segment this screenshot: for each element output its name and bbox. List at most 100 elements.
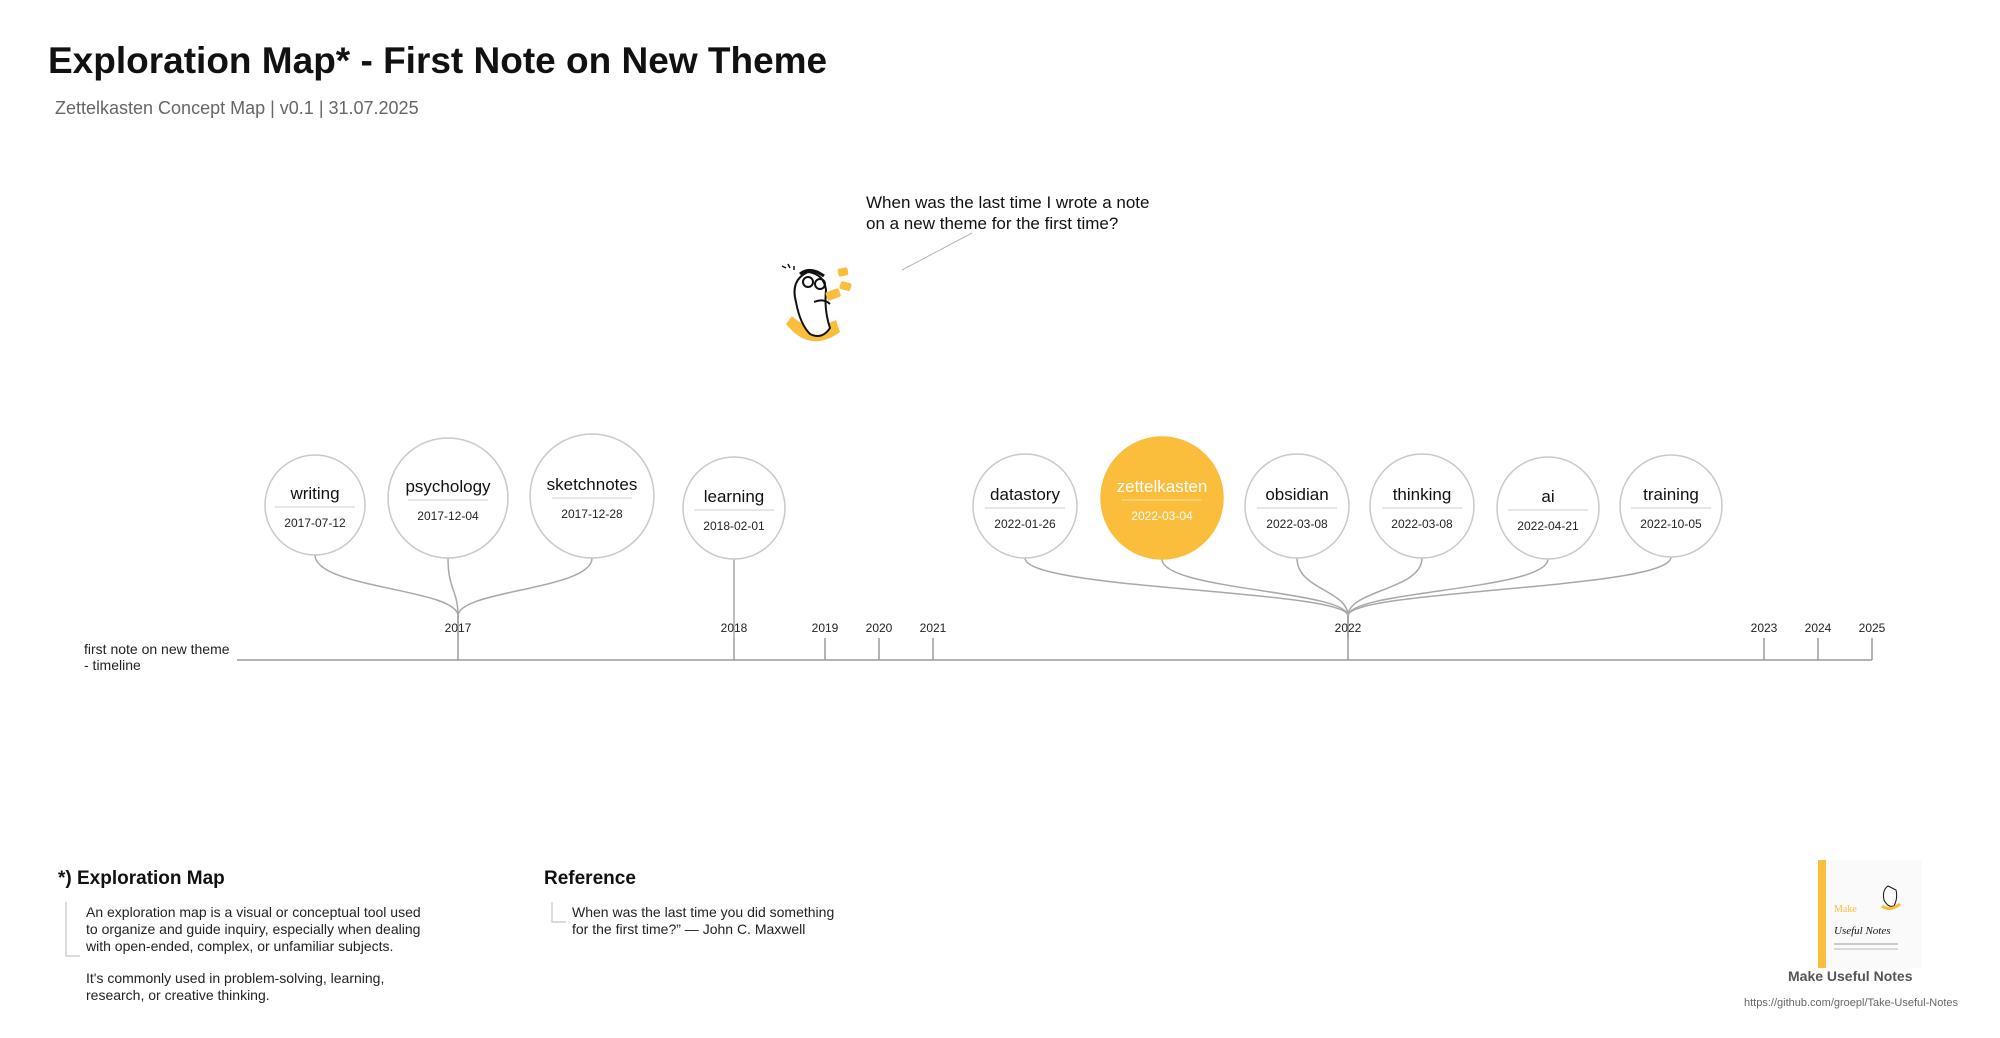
node-connectors: [314, 554, 1672, 638]
page-title: Exploration Map* - First Note on New The…: [48, 40, 828, 81]
node-date: 2022-01-26: [994, 517, 1056, 531]
cover-spine: [1818, 860, 1826, 968]
node-date: 2018-02-01: [703, 519, 765, 533]
cover-title-make: Make: [1834, 904, 1857, 915]
node-date: 2022-04-21: [1517, 519, 1579, 533]
node-circle: [529, 433, 655, 559]
node-date: 2022-03-08: [1391, 517, 1453, 531]
connector-writing: [314, 554, 459, 638]
node-obsidian[interactable]: obsidian 2022-03-08: [1244, 453, 1350, 559]
year-label-2017: 2017: [445, 621, 472, 635]
exploration-line: An exploration map is a visual or concep…: [86, 904, 421, 920]
year-label-2025: 2025: [1859, 621, 1886, 635]
connector-datastory: [1024, 557, 1349, 638]
node-label: obsidian: [1265, 485, 1328, 504]
node-date: 2017-12-28: [561, 507, 623, 521]
node-label: training: [1643, 485, 1699, 504]
mascot-hair: [799, 269, 825, 278]
connector-training: [1347, 556, 1672, 638]
brand-url-link[interactable]: https://github.com/groepl/Take-Useful-No…: [1744, 997, 1958, 1009]
mascot-note-2: [839, 281, 852, 291]
node-label: zettelkasten: [1117, 477, 1208, 496]
timeline-label: first note on new theme - timeline: [84, 641, 230, 673]
node-label: learning: [704, 487, 765, 506]
node-circle: [1369, 453, 1475, 559]
mascot-arm: [813, 299, 831, 305]
connector-ai: [1347, 558, 1549, 638]
node-thinking[interactable]: thinking 2022-03-08: [1369, 453, 1475, 559]
exploration-map-paragraph-2: It's commonly used in problem-solving, l…: [86, 970, 466, 1004]
node-circle: [1496, 456, 1600, 560]
exploration-map-paragraph-1: An exploration map is a visual or concep…: [86, 904, 466, 955]
node-psychology[interactable]: psychology 2017-12-04: [387, 437, 509, 559]
connector-sketchnotes: [457, 557, 593, 638]
mascot-motion-marks: [781, 263, 795, 270]
year-label-2018: 2018: [721, 621, 748, 635]
reference-line: When was the last time you did something: [572, 904, 835, 920]
exploration-line: research, or creative thinking.: [86, 987, 270, 1003]
node-label: datastory: [990, 485, 1060, 504]
node-date: 2017-12-04: [417, 509, 479, 523]
node-date: 2022-03-08: [1266, 517, 1328, 531]
cover-mascot-wing: [1881, 902, 1901, 911]
speech-pointer: [901, 232, 973, 271]
cover-page: [1818, 860, 1922, 968]
node-circle: [1100, 436, 1224, 560]
node-circle: [972, 453, 1078, 559]
timeline-axis: 2017 2018 2019 2020 2021 2022 2023 2024 2025: [237, 621, 1886, 661]
reference-quote: When was the last time you did something…: [572, 904, 872, 938]
node-circle: [1619, 454, 1723, 558]
node-zettelkasten[interactable]: zettelkasten 2022-03-04: [1100, 436, 1224, 560]
connector-zettelkasten: [1161, 558, 1349, 638]
speech-line-2: on a new theme for the first time?: [866, 214, 1119, 233]
exploration-line: to organize and guide inquiry, especiall…: [86, 921, 421, 937]
brand-cover-image: Make Useful Notes: [1818, 860, 1922, 968]
node-sketchnotes[interactable]: sketchnotes 2017-12-28: [529, 433, 655, 559]
timeline-label-line-2: - timeline: [84, 657, 141, 673]
node-circle: [1244, 453, 1350, 559]
cover-mascot: [1883, 885, 1898, 907]
node-circle: [387, 437, 509, 559]
mascot-note-3: [837, 267, 849, 277]
reference-line: for the first time?” — John C. Maxwell: [572, 921, 806, 937]
node-circle: [682, 456, 786, 560]
node-label: writing: [289, 484, 339, 503]
node-date: 2022-10-05: [1640, 517, 1702, 531]
brand-name: Make Useful Notes: [1788, 968, 1913, 984]
cover-title-notes: Useful Notes: [1834, 925, 1891, 937]
node-label: psychology: [405, 477, 491, 496]
node-label: sketchnotes: [547, 475, 638, 494]
exploration-line: It's commonly used in problem-solving, l…: [86, 970, 385, 986]
node-ai[interactable]: ai 2022-04-21: [1496, 456, 1600, 560]
mascot-glasses-left: [802, 276, 814, 288]
year-label-2020: 2020: [866, 621, 893, 635]
year-label-2021: 2021: [920, 621, 947, 635]
node-label: thinking: [1393, 485, 1452, 504]
exploration-map-heading: *) Exploration Map: [58, 868, 225, 889]
mascot-glasses-right: [814, 278, 826, 290]
topic-nodes: writing 2017-07-12 psychology 2017-12-04 ske…: [264, 433, 1723, 560]
node-circle: [264, 454, 366, 556]
node-date: 2017-07-12: [284, 516, 346, 530]
year-label-2022: 2022: [1335, 621, 1362, 635]
year-label-2024: 2024: [1805, 621, 1832, 635]
mascot-note-1: [825, 288, 841, 301]
speech-line-1: When was the last time I wrote a note: [866, 193, 1150, 212]
page-subtitle: Zettelkasten Concept Map | v0.1 | 31.07.…: [55, 98, 419, 118]
node-writing[interactable]: writing 2017-07-12: [264, 454, 366, 556]
node-datastory[interactable]: datastory 2022-01-26: [972, 453, 1078, 559]
exploration-line: with open-ended, complex, or unfamiliar …: [86, 938, 394, 954]
node-label: ai: [1541, 487, 1554, 506]
exploration-bracket: [65, 902, 80, 957]
reference-heading: Reference: [544, 868, 636, 889]
reference-bracket: [551, 902, 566, 923]
node-date: 2022-03-04: [1131, 509, 1193, 523]
year-label-2023: 2023: [1751, 621, 1778, 635]
node-training[interactable]: training 2022-10-05: [1619, 454, 1723, 558]
mascot-illustration: [781, 263, 852, 342]
timeline-label-line-1: first note on new theme: [84, 641, 230, 657]
year-label-2019: 2019: [812, 621, 839, 635]
node-learning[interactable]: learning 2018-02-01: [682, 456, 786, 560]
speech-text: When was the last time I wrote a note on…: [866, 192, 1186, 234]
